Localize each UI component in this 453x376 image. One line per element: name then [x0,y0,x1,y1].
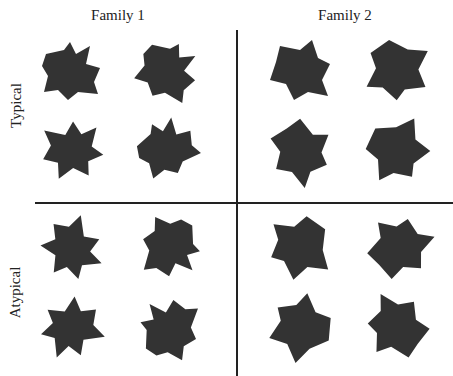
divider-line [35,202,453,204]
shape-set [32,32,439,369]
column-heading: Family 2 [318,8,372,23]
column-heading: Family 1 [91,8,145,23]
row-heading: Atypical [9,266,24,318]
row-heading: Typical [9,83,24,128]
